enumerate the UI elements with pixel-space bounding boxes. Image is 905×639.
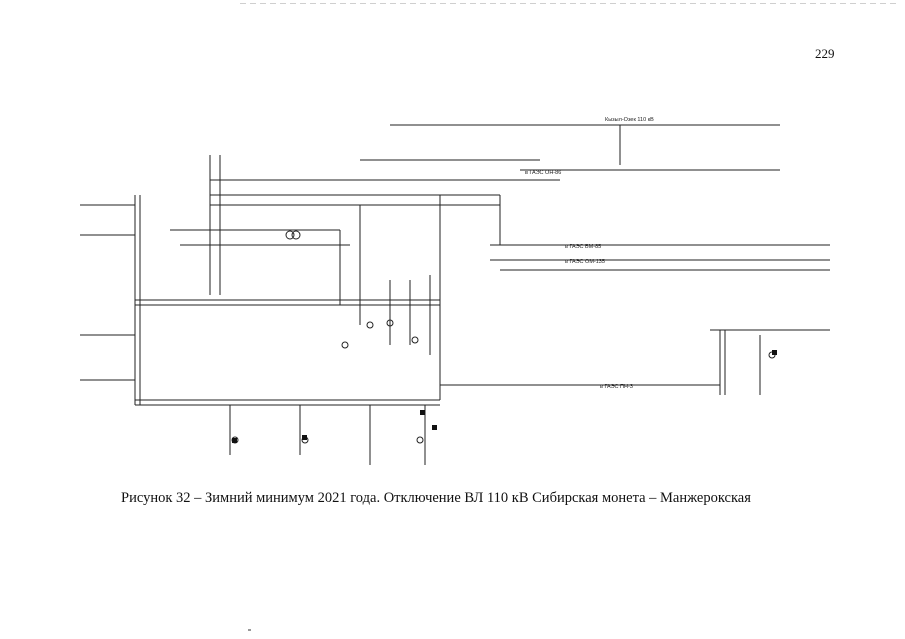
label-top-sub: Кызыл-Озек 110 кВ (605, 117, 654, 123)
page-number: 229 (815, 46, 835, 61)
label-gpes-1: в ГАЭС ОН-86 (525, 170, 561, 176)
label-gpes-4: в ГАЭС ПН-3 (600, 384, 633, 390)
scan-speck (248, 629, 251, 631)
figure-caption: Рисунок 32 – Зимний минимум 2021 года. О… (121, 490, 751, 506)
label-gpes-2: в ГАЭС БМ-85 (565, 244, 601, 250)
label-gpes-3: в ГАЭС ОМ-135 (565, 259, 605, 265)
scan-edge-line (240, 3, 900, 4)
power-network-schematic: Кызыл-Озек 110 кВ в ГАЭС ОН-86 в ГАЭС БМ… (80, 117, 830, 465)
